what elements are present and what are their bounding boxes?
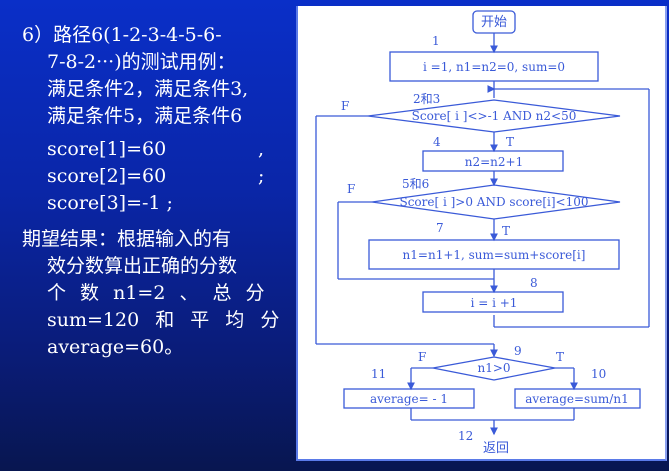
node-4-text: n2=n2+1 [465,155,523,169]
heading-line-1: 6）路径6(1-2-3-4-5-6- [22,24,222,46]
node-7-true-label: T [502,224,510,238]
node-4-number: 4 [433,135,441,149]
end-label: 返回 [483,441,509,456]
node-1-number: 1 [432,34,440,48]
node-11-number: 11 [371,367,386,381]
node-9-number: 9 [514,344,522,358]
heading-line-4: 满足条件5，满足条件6 [47,105,243,127]
node-7-number: 7 [436,221,444,235]
heading-line-3: 满足条件2，满足条件3, [47,78,249,100]
expected-line-4: sum=120 和 平 均 分 [47,309,280,331]
input-score-3: score[3]=-1 ; [47,192,173,214]
node-9-true-label: T [556,350,564,364]
node-23-false-label: F [341,99,349,113]
flowchart-panel [296,6,667,461]
node-23-text: Score[ i ]<>-1 AND n2<50 [412,109,577,123]
decision-9 [432,356,556,381]
node-56-number: 5和6 [402,177,429,191]
node-1-text: i =1, n1=n2=0, sum=0 [423,60,565,74]
node-9-text: n1>0 [477,361,510,375]
node-4-true-label: T [506,135,514,149]
node-11-text: average= - 1 [370,392,448,406]
expected-line-2: 效分数算出正确的分数 [47,255,238,277]
node-9-false-label: F [418,350,426,364]
start-label: 开始 [481,15,507,30]
node-56-text: Score[ i ]>0 AND score[i]<100 [399,195,588,209]
node-23-number: 2和3 [413,92,440,106]
input-score-1: score[1]=60 [47,138,167,160]
heading-line-2: 7-8-2···)的测试用例： [47,51,236,73]
node-10-text: average=sum/n1 [525,392,628,406]
input-sep-2: ; [258,165,265,187]
node-11-box [343,388,475,409]
node-8-text: i = i +1 [471,296,518,310]
node-8-box [422,291,564,313]
input-score-2: score[2]=60 [47,165,167,187]
expected-line-1: 期望结果：根据输入的有 [22,228,232,250]
node-10-number: 10 [591,367,606,381]
expected-line-3: 个 数 n1=2 、 总 分 [47,282,265,304]
node-7-text: n1=n1+1, sum=sum+score[i] [403,248,586,262]
node-8-number: 8 [530,276,538,290]
node-10-box [514,388,641,409]
node-4-box [422,150,564,172]
input-sep-1: , [258,138,265,160]
expected-line-5: average=60。 [47,336,184,358]
node-12-number: 12 [458,429,473,443]
node-56-false-label: F [347,182,355,196]
